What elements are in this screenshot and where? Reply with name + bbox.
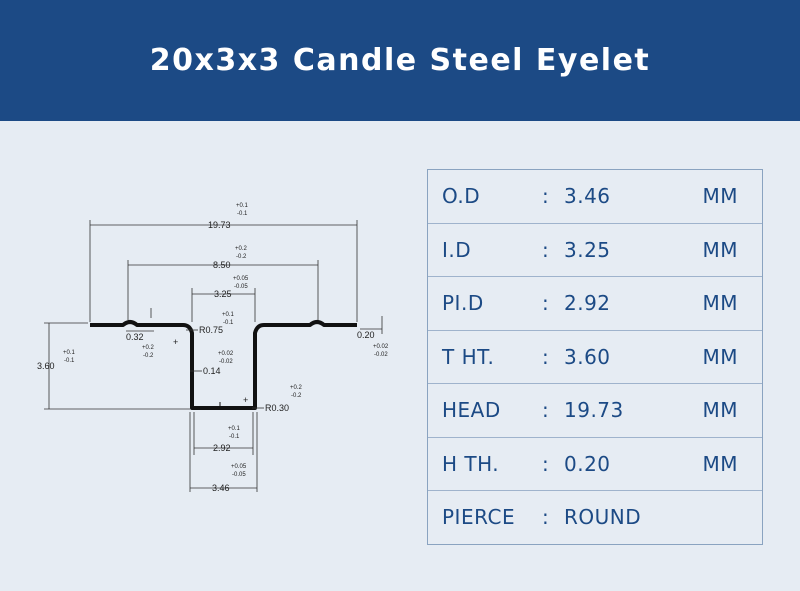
spec-colon: : [542,398,550,423]
svg-text:+: + [243,395,248,405]
spec-unit: MM [702,184,738,209]
spec-value: 3.60 [564,344,611,369]
spec-value: 0.20 [564,451,611,476]
spec-colon: : [542,184,550,209]
dim-pid-tol-plus: +0.1 [228,426,241,432]
dim-od-tol-plus: +0.05 [231,464,247,470]
dim-step-tol-minus: -0.2 [143,353,154,359]
spec-unit: MM [702,451,738,476]
spec-unit: MM [702,344,738,369]
spec-row-total-height: T HT. : 3.60 MM [428,331,762,384]
dim-od: 3.46 [212,483,230,493]
spec-value: ROUND [564,505,642,530]
dim-flange-tol-minus: -0.2 [236,254,247,260]
dim-head-tol-plus: +0.1 [236,203,249,209]
dim-id-tol-plus: +0.05 [233,276,249,282]
spec-row-pid: PI.D : 2.92 MM [428,277,762,331]
spec-row-od: O.D : 3.46 MM [428,170,762,224]
dim-head: 19.73 [208,220,231,230]
technical-drawing: 19.73 +0.1 -0.1 8.50 +0.2 -0.2 3.25 +0.0… [30,190,410,500]
dim-height: 3.60 [37,361,55,371]
dim-id-tol-minus: -0.05 [234,284,248,290]
dim-radius-top: R0.75 [199,325,223,335]
eyelet-profile [90,320,357,410]
dim-radius-bottom-tol-minus: -0.2 [291,393,302,399]
spec-unit: MM [702,291,738,316]
spec-colon: : [542,505,550,530]
dim-head-thickness: 0.20 [357,330,375,340]
dim-radius-bottom: R0.30 [265,403,289,413]
spec-table: O.D : 3.46 MM I.D : 3.25 MM PI.D : 2.92 … [427,169,763,545]
spec-row-head: HEAD : 19.73 MM [428,384,762,438]
dim-radius-bottom-tol-plus: +0.2 [290,385,303,391]
svg-text:+: + [173,337,178,347]
spec-label: H TH. [442,451,500,476]
spec-colon: : [542,451,550,476]
spec-value: 3.25 [564,237,611,262]
spec-label: PI.D [442,291,484,316]
spec-unit: MM [702,237,738,262]
spec-row-id: I.D : 3.25 MM [428,224,762,277]
dim-flange: 8.50 [213,260,231,270]
header-banner: 20x3x3 Candle Steel Eyelet [0,0,800,121]
spec-value: 2.92 [564,291,611,316]
spec-row-pierce: PIERCE : ROUND [428,491,762,544]
spec-label: T HT. [442,344,495,369]
spec-unit: MM [702,398,738,423]
spec-label: I.D [442,237,472,262]
spec-label: HEAD [442,398,501,423]
spec-colon: : [542,291,550,316]
dim-od-tol-minus: -0.05 [232,472,246,478]
spec-colon: : [542,344,550,369]
dim-wall-tol-plus: +0.02 [218,351,234,357]
dim-wall: 0.14 [203,366,221,376]
dim-pid-tol-minus: -0.1 [229,434,240,440]
dim-wall-tol-minus: -0.02 [219,359,233,365]
dim-head-tol-minus: -0.1 [237,211,248,217]
spec-label: PIERCE [442,505,516,530]
spec-colon: : [542,237,550,262]
dim-pid: 2.92 [213,443,231,453]
dim-head-thickness-tol-minus: -0.02 [374,352,388,358]
dim-id: 3.25 [214,289,232,299]
dim-step: 0.32 [126,332,144,342]
dim-radius-top-tol-minus: -0.1 [223,320,234,326]
spec-row-head-thickness: H TH. : 0.20 MM [428,438,762,491]
dim-radius-top-tol-plus: +0.1 [222,312,235,318]
dim-head-thickness-tol-plus: +0.02 [373,344,389,350]
eyelet-cross-section-drawing: 19.73 +0.1 -0.1 8.50 +0.2 -0.2 3.25 +0.0… [37,203,389,493]
dim-step-tol-plus: +0.2 [142,345,155,351]
dim-height-tol-plus: +0.1 [63,350,76,356]
dim-height-tol-minus: -0.1 [64,358,75,364]
dim-flange-tol-plus: +0.2 [235,246,248,252]
spec-label: O.D [442,184,481,209]
spec-value: 19.73 [564,398,624,423]
spec-value: 3.46 [564,184,611,209]
page-title: 20x3x3 Candle Steel Eyelet [149,43,651,78]
